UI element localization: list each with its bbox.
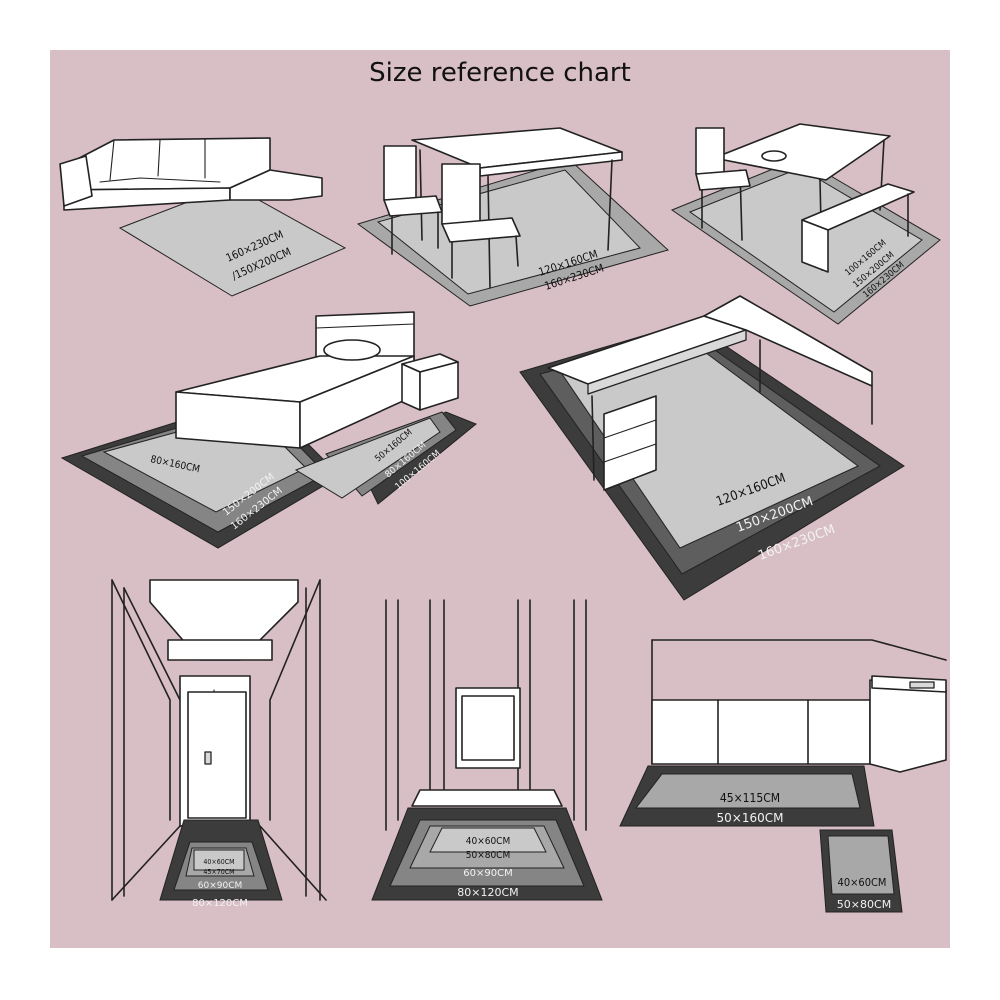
scene-dining-room: 120×160CM 160×230CM [356, 127, 669, 307]
bed-icon [175, 311, 415, 449]
size-label: 50×160CM [717, 811, 784, 825]
size-label: 40×60CM [466, 836, 510, 847]
scene-hallway: 40×60CM 45×70CM 60×90CM 80×120CM [111, 579, 327, 909]
chair-icon [441, 163, 521, 279]
size-label: 45×70CM [203, 868, 234, 876]
chart-title: Size reference chart [369, 58, 631, 88]
bench-icon [801, 183, 915, 273]
size-label: 40×60CM [203, 858, 234, 866]
chair-icon [383, 145, 443, 255]
mat-inner [827, 835, 895, 895]
size-label: 40×60CM [838, 876, 887, 889]
desk-icon [547, 295, 873, 491]
size-label: 80×120CM [192, 898, 248, 909]
size-label: 60×90CM [198, 881, 243, 891]
size-label: 45×115CM [720, 791, 780, 805]
rug-center [193, 849, 245, 871]
scene-living-room: 160×230CM /150X200CM [59, 137, 347, 297]
sofa-icon [59, 137, 323, 211]
scene-study: 120×160CM 150×200CM 160×230CM [519, 295, 905, 601]
rug-right-inner [294, 417, 441, 499]
size-label: 60×90CM [463, 868, 512, 879]
scene-entrance: 40×60CM 50×80CM 60×90CM 80×120CM [371, 599, 603, 901]
scene-bedroom: 80×160CM 150×200CM 160×230CM 50×160CM 80… [60, 311, 477, 549]
rug-center [429, 827, 547, 853]
scene-kitchen: 45×115CM 50×160CM 40×60CM 50×80CM [619, 639, 947, 913]
size-label: 50×80CM [466, 850, 510, 861]
runner-inner [634, 773, 861, 809]
scene-dining-bench: 100×160CM 150×200CM 160×230CM [670, 123, 941, 325]
size-label: 80×120CM [457, 886, 518, 899]
size-label: 50×80CM [837, 898, 891, 911]
chair-icon [695, 127, 751, 229]
nightstand-icon [401, 353, 459, 411]
dining-table-icon [411, 127, 623, 289]
